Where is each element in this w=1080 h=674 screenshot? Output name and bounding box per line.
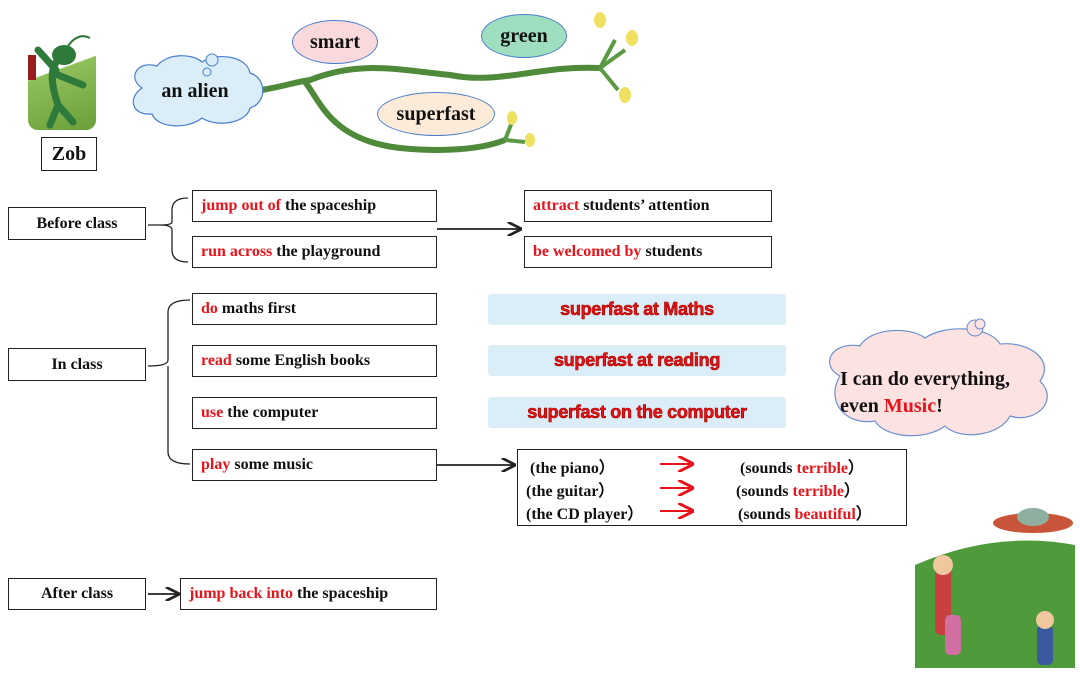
music-item: (the piano） <box>530 459 615 477</box>
action-rest: maths first <box>217 300 297 317</box>
alien-cloud-shape <box>132 53 264 127</box>
action-verb: jump back into <box>189 585 294 602</box>
after-class-label: After class <box>8 578 146 610</box>
result-bar-reading: superfast at reading <box>488 345 786 376</box>
children-spaceship-image <box>915 505 1075 668</box>
action-rest: the playground <box>272 243 381 260</box>
result-bar-maths: superfast at Maths <box>488 294 786 325</box>
result-verb: attract <box>533 197 580 214</box>
result-bar-computer: superfast on the computer <box>488 397 786 428</box>
before-class-label: Before class <box>8 207 146 240</box>
music-sound: (sounds beautiful） <box>738 505 872 523</box>
music-box: (the piano） (sounds terrible） (the guitar… <box>517 449 907 526</box>
action-verb: do <box>201 300 218 317</box>
music-item: (the guitar） <box>526 482 615 500</box>
before-action-2: run across the playground <box>192 236 437 268</box>
after-action: jump back into the spaceship <box>180 578 437 610</box>
action-rest: some English books <box>231 352 371 369</box>
in-action-3: use the computer <box>192 397 437 429</box>
thought-line-1: I can do everything, <box>840 368 1010 390</box>
thought-cloud-shape <box>829 318 1048 437</box>
music-row: (the piano） (sounds terrible） <box>526 454 906 477</box>
music-row: (the CD player） (sounds beautiful） <box>526 500 906 523</box>
music-sound: (sounds terrible） <box>736 482 861 500</box>
trait-green: green <box>481 14 567 58</box>
zob-name-box: Zob <box>41 137 97 171</box>
action-rest: the spaceship <box>293 585 389 602</box>
trait-superfast: superfast <box>377 92 495 136</box>
action-rest: the computer <box>223 404 319 421</box>
music-row: (the guitar） (sounds terrible） <box>526 477 906 500</box>
action-verb: play <box>201 456 231 473</box>
before-result-2: be welcomed by students <box>524 236 772 268</box>
trait-smart: smart <box>292 20 378 64</box>
result-rest: students’ attention <box>579 197 710 214</box>
action-verb: jump out of <box>201 197 282 214</box>
music-sound: (sounds terrible） <box>740 459 865 477</box>
before-action-1: jump out of the spaceship <box>192 190 437 222</box>
action-verb: run across <box>201 243 273 260</box>
mindmap-center-label: an alien <box>161 80 229 102</box>
result-rest: students <box>641 243 703 260</box>
action-verb: read <box>201 352 232 369</box>
music-item: (the CD player） <box>526 505 644 523</box>
thought-line-2: even Music! <box>840 395 943 417</box>
mindmap-stems <box>261 12 638 153</box>
action-verb: use <box>201 404 224 421</box>
action-rest: some music <box>230 456 313 473</box>
in-class-label: In class <box>8 348 146 381</box>
action-rest: the spaceship <box>281 197 377 214</box>
before-result-1: attract students’ attention <box>524 190 772 222</box>
in-action-1: do maths first <box>192 293 437 325</box>
in-action-2: read some English books <box>192 345 437 377</box>
zob-alien-image <box>28 30 96 130</box>
in-action-4: play some music <box>192 449 437 481</box>
result-verb: be welcomed by <box>533 243 642 260</box>
thought-text: I can do everything, even Music! <box>840 366 1050 420</box>
